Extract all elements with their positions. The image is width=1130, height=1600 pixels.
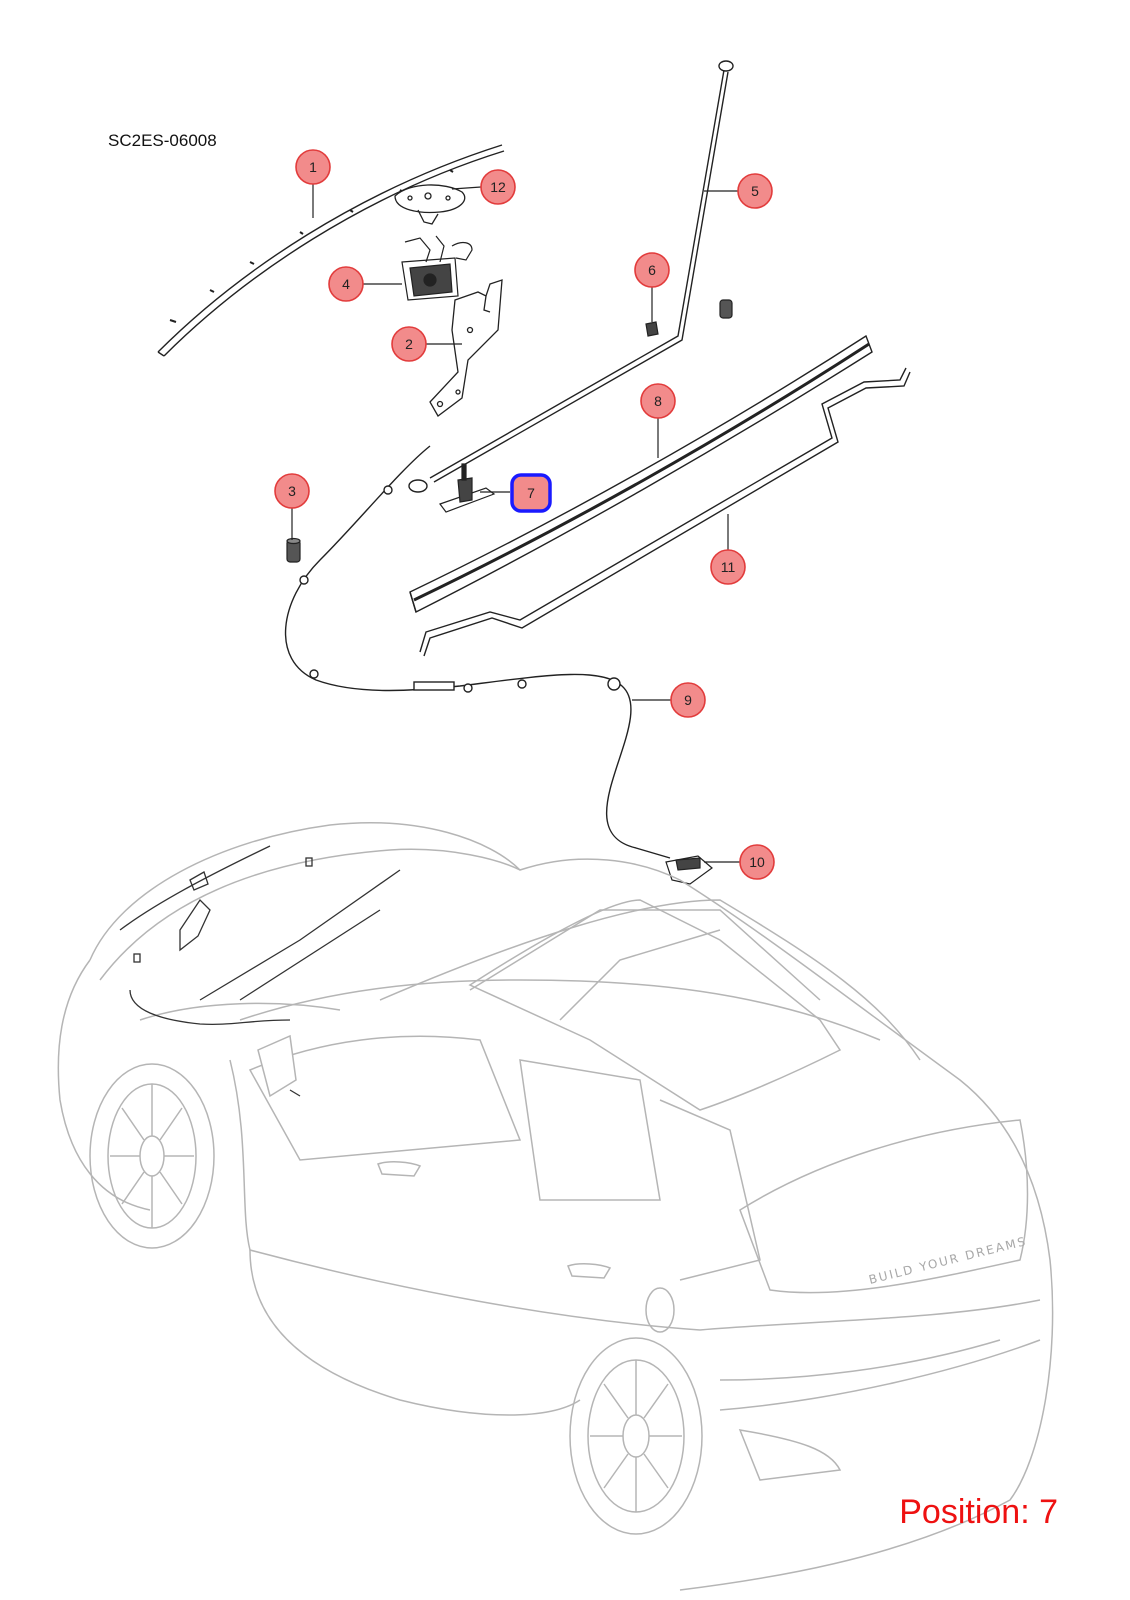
part-hood-seal (409, 334, 873, 614)
part-latch-bracket (429, 279, 503, 417)
vehicle-outline (57, 822, 1054, 1591)
svg-text:4: 4 (342, 276, 350, 292)
svg-text:12: 12 (490, 179, 506, 195)
svg-text:9: 9 (684, 692, 692, 708)
callout-11[interactable]: 11 (710, 549, 746, 585)
front-wheel (89, 1063, 215, 1249)
callout-8[interactable]: 8 (640, 383, 676, 419)
callout-9[interactable]: 9 (670, 682, 706, 718)
svg-text:6: 6 (648, 262, 656, 278)
svg-text:3: 3 (288, 483, 296, 499)
callout-5[interactable]: 5 (737, 173, 773, 209)
part-plate (394, 184, 466, 225)
callout-6[interactable]: 6 (634, 252, 670, 288)
callout-3[interactable]: 3 (274, 473, 310, 509)
vehicle-emblem-text: BUILD YOUR DREAMS (867, 1234, 1028, 1287)
part-windshield-seal (157, 144, 505, 357)
callout-1[interactable]: 1 (295, 149, 331, 185)
svg-text:11: 11 (721, 559, 736, 575)
svg-text:8: 8 (654, 393, 662, 409)
svg-text:10: 10 (749, 854, 765, 870)
part-hood-latch (401, 235, 473, 301)
callout-12[interactable]: 12 (480, 169, 516, 205)
callout-2[interactable]: 2 (391, 326, 427, 362)
callout-7-selected[interactable]: 7 (510, 473, 552, 513)
part-bump-stop (286, 537, 301, 563)
part-release-cable (284, 445, 671, 859)
svg-text:1: 1 (309, 159, 317, 175)
callout-10[interactable]: 10 (739, 844, 775, 880)
part-washer-tube (419, 367, 911, 657)
vehicle-parts-overlay (119, 845, 401, 1097)
part-small-bracket (439, 463, 496, 513)
part-release-rod (408, 60, 734, 493)
part-release-handle (665, 855, 713, 885)
part-clip-small (719, 299, 733, 319)
rear-wheel (569, 1337, 703, 1535)
position-label: Position: 7 (899, 1493, 1058, 1531)
callout-4[interactable]: 4 (328, 266, 364, 302)
svg-text:2: 2 (405, 336, 413, 352)
leader-lines (291, 184, 740, 863)
diagram-code: SC2ES-06008 (108, 131, 217, 150)
svg-text:5: 5 (751, 183, 759, 199)
part-clip-6 (645, 321, 659, 337)
svg-text:7: 7 (527, 485, 535, 501)
